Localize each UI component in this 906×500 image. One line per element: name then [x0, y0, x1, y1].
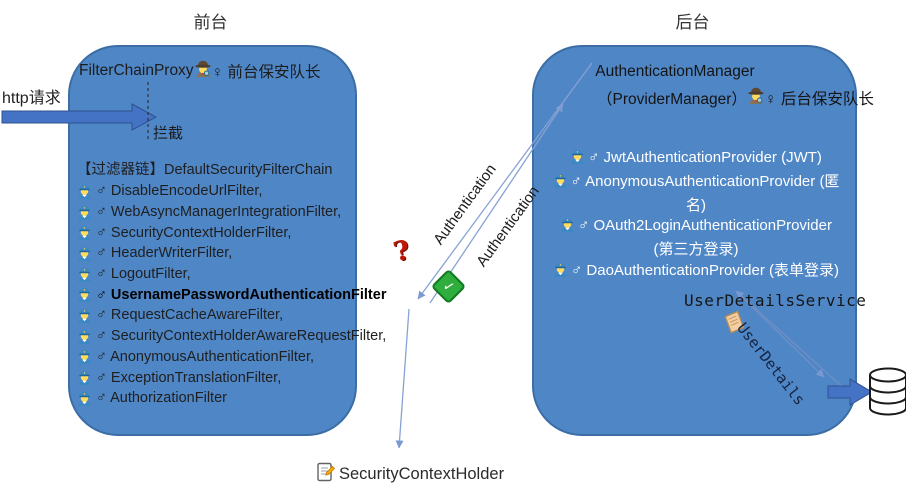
- police-officer-icon: [77, 245, 92, 262]
- intercept-label: 拦截: [153, 125, 184, 142]
- police-officer-icon: [570, 148, 585, 172]
- back-area-title: 后台: [675, 13, 710, 32]
- filter-chain-proxy-label: FilterChainProxy: [79, 61, 194, 79]
- provider-list: ♂ JwtAuthenticationProvider (JWT) ♂ Anon…: [550, 148, 842, 285]
- filter-item: ♂ AuthorizationFilter: [77, 388, 386, 409]
- police-officer-icon: [77, 390, 92, 407]
- police-officer-icon: [553, 261, 568, 285]
- police-officer-icon: [77, 224, 92, 241]
- filter-item: ♂ LogoutFilter,: [77, 264, 386, 285]
- memo-icon: [316, 462, 336, 487]
- security-context-holder-label: SecurityContextHolder: [339, 465, 505, 483]
- filter-item: ♂ RequestCacheAwareFilter,: [77, 305, 386, 326]
- filter-item: ♂ SecurityContextHolderFilter,: [77, 222, 386, 243]
- back-captain-label: ♀ 后台保安队长: [764, 90, 874, 108]
- police-officer-icon: [77, 204, 92, 221]
- police-officer-icon: [77, 369, 92, 386]
- police-officer-icon: [553, 172, 568, 196]
- filter-chain-proxy-header: FilterChainProxy ♀ 前台保安队长: [79, 59, 321, 82]
- front-area-title: 前台: [193, 13, 228, 32]
- detective-icon: [194, 59, 212, 82]
- filter-item: ♂ HeaderWriterFilter,: [77, 243, 386, 264]
- detective-icon: [747, 86, 765, 109]
- filter-item: ♂ AnonymousAuthenticationFilter,: [77, 347, 386, 368]
- provider-item: ♂ AnonymousAuthenticationProvider (匿名): [550, 172, 842, 217]
- user-details-service-label: UserDetailsService: [684, 291, 867, 310]
- police-officer-icon: [77, 286, 92, 303]
- context-holder-line: [395, 308, 410, 449]
- security-context-holder: SecurityContextHolder: [316, 462, 504, 487]
- red-question-mark-icon: ?: [390, 234, 414, 269]
- filter-item: ♂ SecurityContextHolderAwareRequestFilte…: [77, 326, 386, 347]
- police-officer-icon: [77, 307, 92, 324]
- filter-item: ♂ ExceptionTranslationFilter,: [77, 367, 386, 388]
- provider-manager-label: （ProviderManager）: [597, 90, 747, 108]
- provider-manager-header: （ProviderManager） ♀ 后台保安队长: [597, 86, 874, 109]
- police-officer-icon: [77, 348, 92, 365]
- police-officer-icon: [77, 266, 92, 283]
- filter-item-username-password: ♂ UsernamePasswordAuthenticationFilter: [77, 284, 386, 305]
- authentication-manager-label: AuthenticationManager: [595, 63, 755, 80]
- filter-item: ♂ WebAsyncManagerIntegrationFilter,: [77, 202, 386, 223]
- filter-chain-list: 【过滤器链】DefaultSecurityFilterChain ♂ Disab…: [77, 160, 386, 409]
- http-request-label: http请求: [2, 90, 61, 107]
- database-icon: [869, 367, 906, 416]
- provider-item: ♂ JwtAuthenticationProvider (JWT): [550, 148, 842, 172]
- provider-item: ♂ OAuth2LoginAuthenticationProvider (第三方…: [550, 216, 842, 261]
- police-officer-icon: [77, 183, 92, 200]
- front-captain-label: ♀ 前台保安队长: [211, 63, 321, 81]
- police-officer-icon: [560, 216, 575, 240]
- provider-item: ♂ DaoAuthenticationProvider (表单登录): [550, 261, 842, 285]
- filter-item: ♂ DisableEncodeUrlFilter,: [77, 181, 386, 202]
- filter-chain-title: 【过滤器链】DefaultSecurityFilterChain: [77, 162, 333, 178]
- police-officer-icon: [77, 328, 92, 345]
